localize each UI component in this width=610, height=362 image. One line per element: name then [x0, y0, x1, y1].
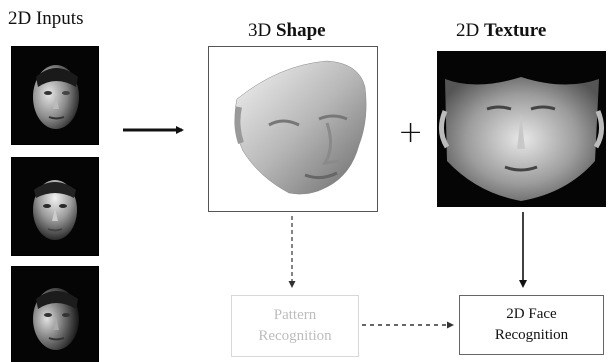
face-recognition-line1: 2D Face	[506, 306, 557, 322]
inputs-label: 2D Inputs	[8, 8, 84, 29]
plus-sign: +	[398, 115, 424, 150]
texture-label: 2D Texture	[456, 20, 546, 42]
face-recognition-box: 2D Face Recognition	[459, 295, 604, 355]
face-photo-icon	[33, 180, 77, 240]
texture-label-bold: Texture	[483, 20, 547, 41]
texture-map-icon	[439, 77, 604, 201]
input-photo-2	[12, 158, 98, 255]
shape-label-prefix: 3D	[248, 20, 276, 41]
face-photo-icon	[33, 65, 79, 129]
shape-panel	[208, 46, 378, 212]
input-photo-3	[12, 267, 98, 362]
texture-panel	[437, 51, 606, 207]
pattern-recognition-line2: Recognition	[258, 328, 332, 344]
face-recognition-line2: Recognition	[494, 327, 569, 343]
3d-face-mesh-icon	[234, 60, 367, 195]
input-photo-1	[12, 47, 98, 144]
pattern-recognition-box: Pattern Recognition	[231, 295, 359, 357]
shape-label-bold: Shape	[275, 20, 326, 41]
pattern-recognition-line1: Pattern	[273, 307, 317, 323]
face-photo-icon	[33, 288, 79, 350]
shape-label: 3D Shape	[248, 20, 326, 42]
texture-label-prefix: 2D	[456, 20, 484, 41]
